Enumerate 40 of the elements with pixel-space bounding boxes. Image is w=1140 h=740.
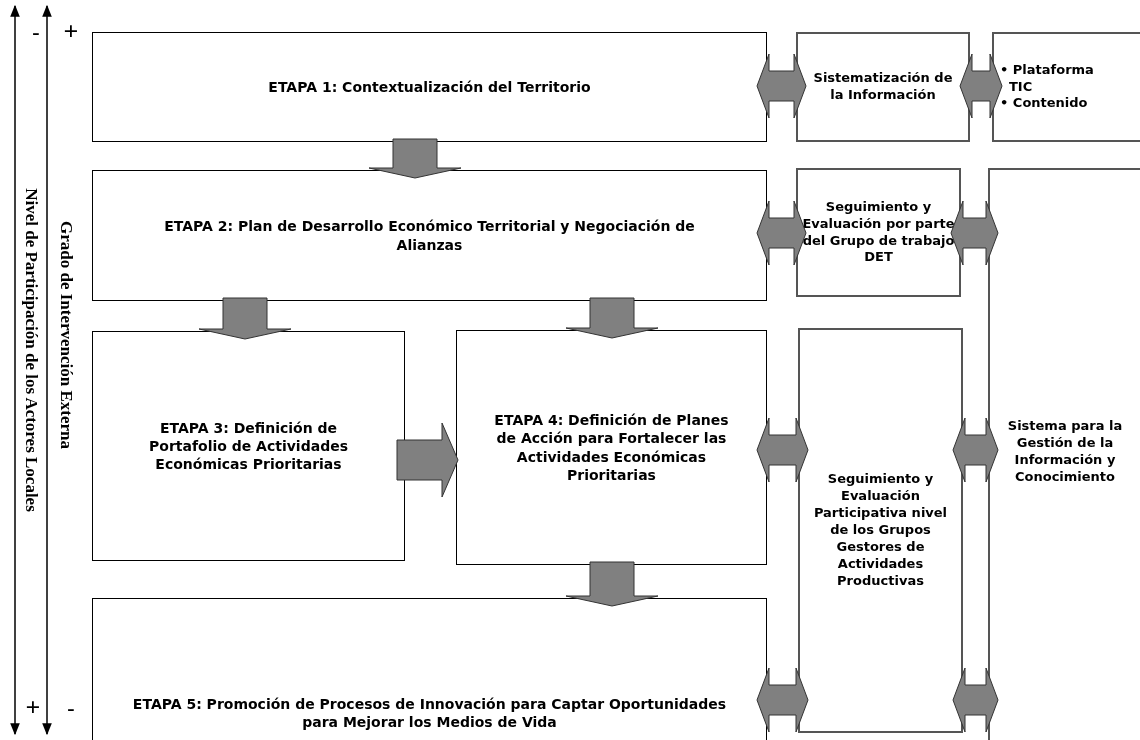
process-box — [988, 168, 1140, 740]
box-text: ETAPA 4: Definición de Planes de Acción para Fortalecer las Actividades Económicas Prioritarias — [493, 411, 730, 484]
block-arrow — [565, 561, 659, 607]
bullet-item: • Contenido — [1000, 95, 1089, 113]
axis-label: Nivel de Participación de los Actores Locales — [22, 188, 40, 512]
stage-box — [92, 170, 767, 301]
block-arrow — [198, 297, 292, 340]
stage-box — [92, 598, 767, 740]
block-arrow — [756, 667, 809, 733]
process-box — [992, 32, 1140, 142]
block-arrow — [565, 297, 659, 339]
box-text: ETAPA 2: Plan de Desarrollo Económico Territorial y Negociación de Alianzas — [163, 217, 696, 254]
block-arrow — [756, 53, 807, 119]
scale-sign: + — [25, 695, 41, 721]
scale-sign: + — [63, 19, 79, 45]
box-text: Sistema para la Gestión de la Información y Conocimiento — [1006, 418, 1124, 486]
block-arrow — [368, 138, 462, 179]
stage-box — [92, 331, 405, 561]
bullet-item: • Plataforma TIC — [1000, 61, 1095, 96]
box-text: Sistematización de la Información — [812, 70, 954, 104]
box-text: ETAPA 1: Contextualización del Territorio — [268, 77, 591, 97]
block-arrow — [396, 422, 459, 498]
block-arrow — [952, 417, 999, 483]
box-text: Seguimiento y Evaluación Participativa nivel de los Grupos Gestores de Actividades Productivas — [812, 471, 949, 590]
block-arrow — [950, 200, 999, 266]
block-arrow — [959, 53, 1003, 119]
scale-sign: - — [67, 697, 75, 719]
axis-label: Grado de Intervención Externa — [57, 220, 75, 450]
box-text: ETAPA 5: Promoción de Procesos de Innovación para Captar Oportunidades para Mejorar los Medios de Vida — [131, 694, 728, 731]
stage-box — [456, 330, 767, 565]
block-arrow — [756, 200, 807, 266]
stage-box — [92, 32, 767, 142]
process-box — [796, 168, 961, 297]
process-box — [796, 32, 970, 142]
box-text: ETAPA 3: Definición de Portafolio de Actividades Económicas Prioritarias — [148, 418, 349, 474]
scale-sign: - — [32, 21, 40, 43]
process-box — [798, 328, 963, 733]
block-arrow — [756, 417, 809, 483]
block-arrow — [952, 667, 999, 733]
box-text: Seguimiento y Evaluación por parte del Grupo de trabajo DET — [802, 198, 955, 267]
